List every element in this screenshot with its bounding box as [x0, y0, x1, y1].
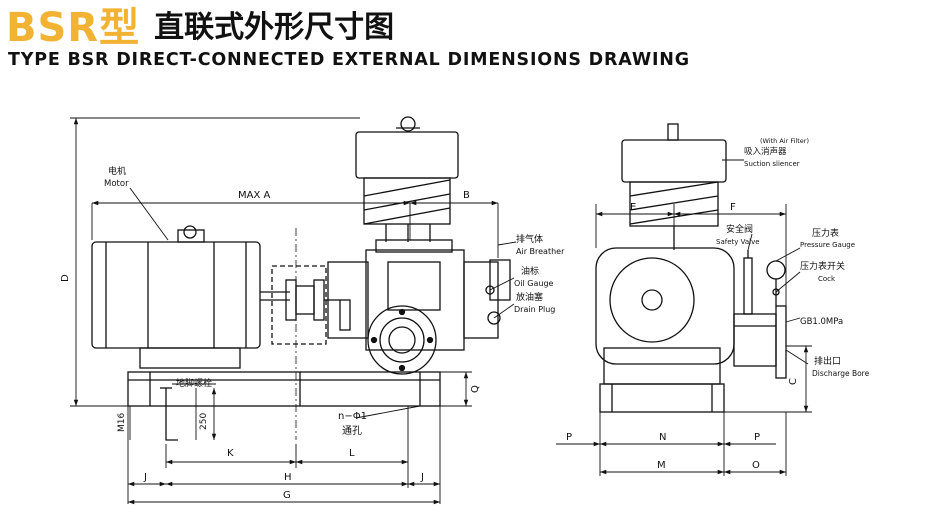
label-discharge-cn: 排出口	[814, 355, 841, 367]
label-pressure-gauge-cn: 压力表	[812, 227, 839, 239]
label-suction-silencer-cn: 吸入消声器	[744, 146, 787, 157]
dim-o: O	[752, 460, 760, 471]
label-discharge-en: Discharge Bore	[812, 369, 870, 378]
dim-q: Q	[470, 385, 481, 393]
label-holes-cn: 通孔	[342, 425, 362, 437]
label-holes-formula: n−Φ1	[338, 411, 367, 422]
front-dimension-lines	[70, 117, 517, 505]
label-suction-silencer-en: Suction sliencer	[744, 160, 800, 168]
blower-body	[327, 239, 511, 375]
dim-g: G	[283, 490, 291, 501]
motor-drawing	[91, 225, 290, 369]
side-dimension-lines	[556, 159, 812, 476]
dim-j-right: J	[420, 472, 424, 483]
label-oil-gauge-en: Oil Gauge	[514, 279, 554, 288]
label-pressure-gauge-en: Pressure Gauge	[800, 241, 855, 249]
label-air-breather-cn: 排气体	[516, 233, 543, 245]
label-air-breather-en: Air Breather	[516, 247, 565, 256]
side-body	[595, 247, 787, 413]
label-drain-plug-cn: 放油塞	[516, 291, 543, 303]
title-bar: BSR型 直联式外形尺寸图	[6, 2, 394, 50]
base-frame	[127, 371, 441, 441]
english-title: TYPE BSR DIRECT-CONNECTED EXTERNAL DIMEN…	[8, 50, 690, 70]
dim-k: K	[227, 448, 234, 459]
label-anchor-bolt: 地脚螺栓	[176, 377, 212, 389]
model-name: BSR型	[6, 5, 141, 51]
label-motor-cn: 电机	[108, 165, 126, 177]
label-drain-plug-en: Drain Plug	[514, 305, 555, 314]
dim-f: F	[730, 202, 736, 213]
dim-n: N	[659, 432, 666, 443]
dim-d: D	[60, 274, 71, 282]
dim-250: 250	[199, 413, 209, 430]
label-oil-gauge-cn: 油标	[521, 265, 539, 277]
chinese-title: 直联式外形尺寸图	[154, 10, 395, 45]
dim-l: L	[349, 448, 355, 459]
dim-c: C	[788, 378, 799, 385]
label-flange-std: GB1.0MPa	[800, 317, 843, 327]
dim-p-right: P	[754, 432, 760, 443]
coupling-drawing	[271, 265, 340, 345]
dim-m: M	[657, 460, 666, 471]
label-safety-valve-cn: 安全阀	[726, 223, 753, 235]
label-safety-valve-en: Safety Valve	[716, 238, 760, 246]
label-motor-en: Motor	[104, 179, 129, 189]
dim-e: E	[630, 202, 636, 213]
dim-max-a: MAX A	[238, 190, 270, 201]
label-with-air-filter: (With Air Filter)	[760, 137, 809, 145]
label-cock-en: Cock	[818, 275, 836, 283]
front-view	[91, 116, 511, 441]
label-cock-cn: 压力表开关	[800, 260, 845, 272]
silencer-drawing	[355, 116, 459, 242]
dim-b: B	[463, 190, 470, 201]
dim-j-left: J	[143, 472, 147, 483]
dim-m16: M16	[117, 413, 127, 432]
side-silencer	[621, 123, 727, 250]
dim-p-left: P	[566, 432, 572, 443]
dim-h: H	[284, 472, 292, 483]
